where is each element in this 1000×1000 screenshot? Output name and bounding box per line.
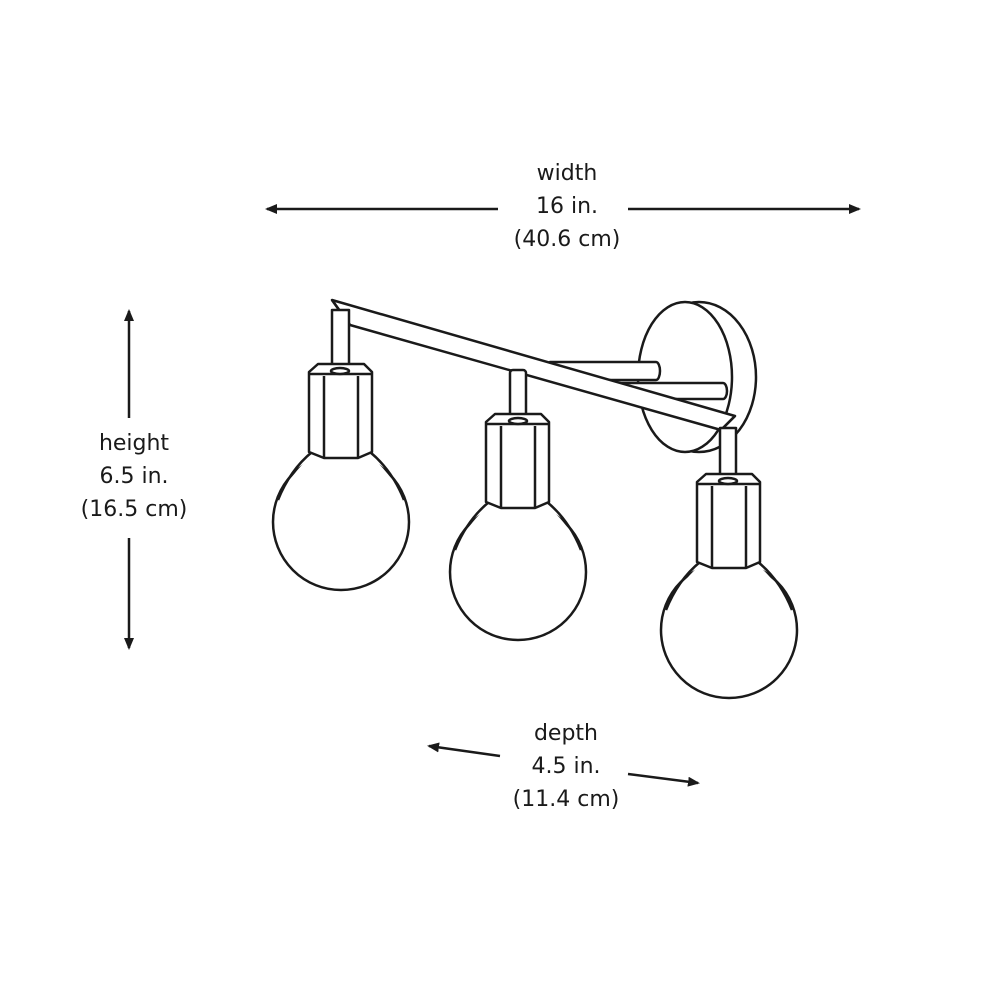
height-metric: (16.5 cm) bbox=[80, 497, 188, 522]
bulb-left bbox=[271, 308, 411, 592]
width-imperial: 16 in. bbox=[535, 194, 599, 219]
width-metric: (40.6 cm) bbox=[513, 227, 621, 252]
bulb-right bbox=[659, 426, 799, 700]
width-label: width 16 in. (40.6 cm) bbox=[477, 157, 657, 256]
depth-title: depth bbox=[533, 721, 599, 746]
depth-arrow-left bbox=[427, 742, 501, 758]
light-fixture bbox=[271, 298, 799, 700]
height-label: height 6.5 in. (16.5 cm) bbox=[44, 427, 224, 526]
depth-label: depth 4.5 in. (11.4 cm) bbox=[476, 717, 656, 816]
height-title: height bbox=[98, 431, 170, 456]
depth-arrow-right bbox=[627, 772, 700, 787]
depth-metric: (11.4 cm) bbox=[512, 787, 620, 812]
height-imperial: 6.5 in. bbox=[99, 464, 169, 489]
bulb-middle bbox=[448, 368, 588, 642]
depth-imperial: 4.5 in. bbox=[531, 754, 601, 779]
width-title: width bbox=[536, 161, 598, 186]
